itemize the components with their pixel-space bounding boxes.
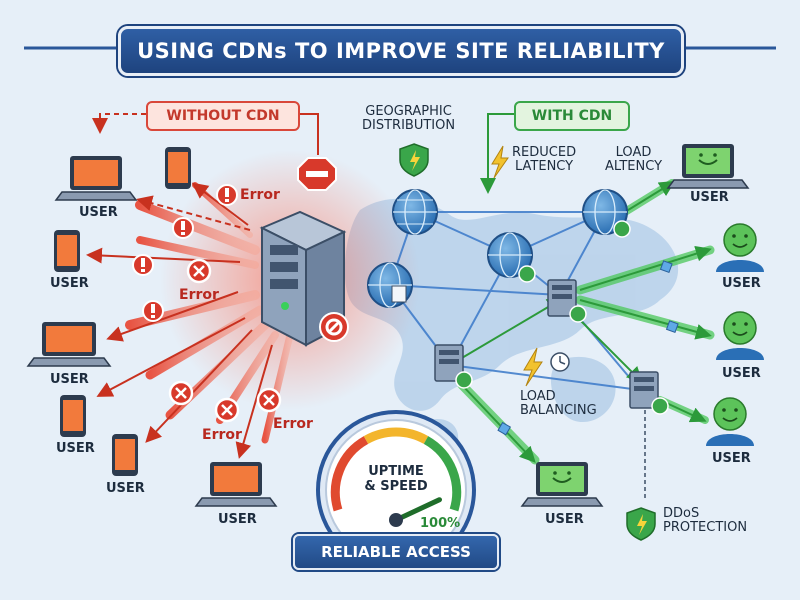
user-label: USER bbox=[545, 512, 584, 527]
stop-sign-icon bbox=[297, 157, 337, 191]
phone-icon bbox=[165, 147, 191, 189]
phone-icon bbox=[112, 434, 138, 476]
user-label: USER bbox=[722, 276, 761, 291]
globe-icon bbox=[367, 262, 413, 308]
user-avatar-icon bbox=[716, 223, 764, 272]
error-x-icon bbox=[186, 258, 212, 284]
lightning-icon bbox=[491, 145, 509, 179]
reliable-access-banner: RELIABLE ACCESS bbox=[293, 534, 499, 570]
error-label: Error bbox=[179, 287, 219, 303]
globe-icon bbox=[487, 232, 536, 283]
laptop-icon bbox=[54, 156, 138, 201]
globe-icon bbox=[582, 189, 631, 238]
user-avatar-icon bbox=[716, 311, 764, 360]
warning-icon bbox=[216, 184, 238, 206]
edge-server-icon bbox=[434, 344, 473, 389]
user-label: USER bbox=[106, 481, 145, 496]
warning-icon bbox=[132, 254, 154, 276]
origin-server-icon bbox=[259, 210, 347, 347]
warning-icon bbox=[172, 217, 194, 239]
error-x-icon bbox=[214, 397, 240, 423]
page-title: USING CDNs TO IMPROVE SITE RELIABILITY bbox=[118, 26, 684, 76]
error-label: Error bbox=[202, 427, 242, 443]
shield-icon bbox=[626, 507, 656, 541]
load-altency-label: LOAD ALTENCY bbox=[605, 145, 663, 174]
error-x-icon bbox=[256, 387, 282, 413]
laptop-icon bbox=[26, 322, 112, 367]
with-cdn-label: WITH CDN bbox=[514, 101, 630, 131]
user-label: USER bbox=[218, 512, 257, 527]
ddos-protection-label: DDoS PROTECTION bbox=[663, 506, 748, 535]
gauge-percent: 100% bbox=[420, 516, 461, 531]
globe-icon bbox=[392, 189, 438, 235]
clock-icon bbox=[550, 352, 570, 372]
blocked-icon bbox=[319, 312, 349, 342]
warning-icon bbox=[142, 300, 164, 322]
user-avatar-icon bbox=[706, 397, 754, 446]
phone-icon bbox=[60, 395, 86, 437]
error-label: Error bbox=[240, 187, 280, 203]
reduced-latency-label: REDUCED LATENCY bbox=[512, 145, 577, 174]
shield-icon bbox=[399, 143, 429, 177]
geographic-distribution-label: GEOGRAPHIC DISTRIBUTION bbox=[362, 104, 456, 133]
laptop-icon bbox=[520, 462, 604, 507]
lightning-icon bbox=[523, 347, 543, 387]
error-label: Error bbox=[273, 416, 313, 432]
edge-server-icon bbox=[629, 371, 669, 415]
user-label: USER bbox=[712, 451, 751, 466]
data-packet-icon bbox=[497, 260, 679, 436]
user-label: USER bbox=[690, 190, 729, 205]
phone-icon bbox=[54, 230, 80, 272]
gauge-needle bbox=[393, 497, 442, 523]
user-label: USER bbox=[79, 205, 118, 220]
user-label: USER bbox=[722, 366, 761, 381]
without-cdn-connector-left bbox=[92, 113, 146, 134]
gauge-label: UPTIME & SPEED bbox=[364, 464, 428, 494]
laptop-icon bbox=[666, 144, 750, 189]
user-label: USER bbox=[50, 372, 89, 387]
uptime-speed-gauge bbox=[316, 410, 476, 570]
failing-arrows bbox=[86, 182, 273, 459]
user-label: USER bbox=[56, 441, 95, 456]
laptop-icon bbox=[194, 462, 278, 507]
without-cdn-label: WITHOUT CDN bbox=[146, 101, 300, 131]
error-x-icon bbox=[168, 380, 194, 406]
without-cdn-connector-right bbox=[296, 113, 319, 155]
edge-server-icon bbox=[547, 279, 587, 323]
user-label: USER bbox=[50, 276, 89, 291]
load-balancing-label: LOAD BALANCING bbox=[520, 389, 597, 418]
with-cdn-connector bbox=[480, 113, 514, 194]
